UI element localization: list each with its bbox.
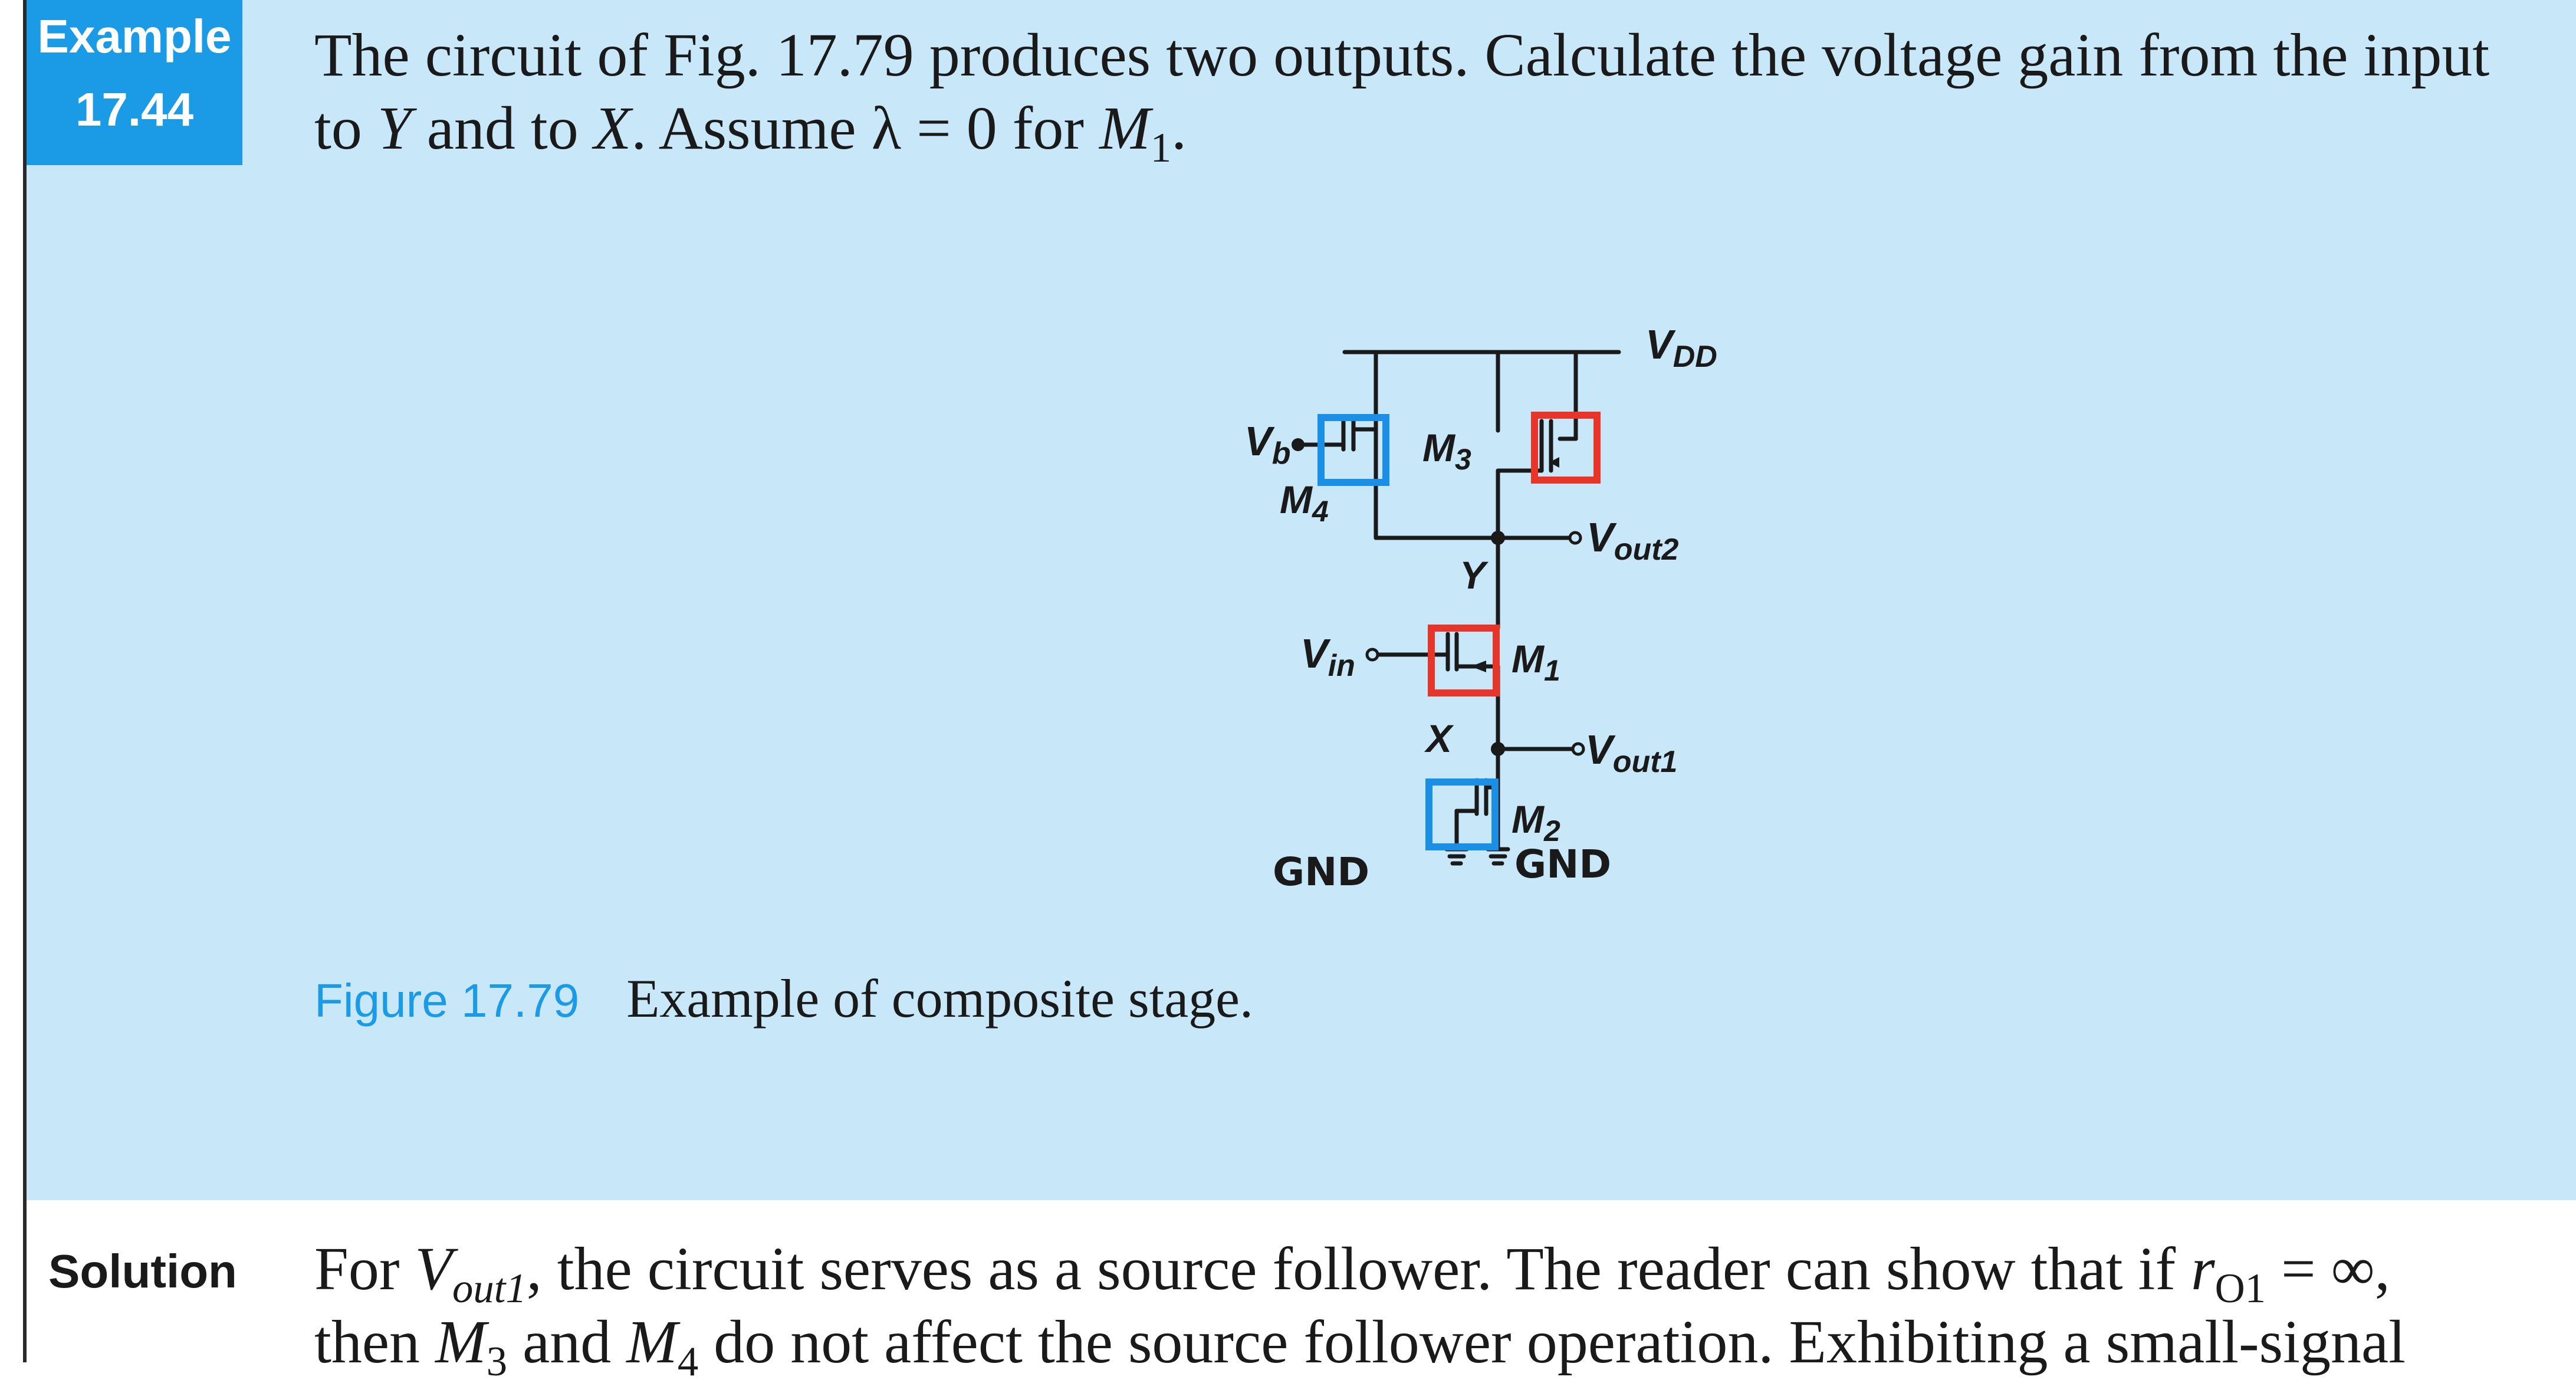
node-x-dot <box>1491 742 1505 756</box>
vdd-label: VDD <box>1645 321 1717 374</box>
m3-highlight-box <box>1531 412 1601 484</box>
m1-highlight-box <box>1428 625 1500 696</box>
solution-line-1: For Vout1, the circuit serves as a sourc… <box>314 1235 2390 1312</box>
m2-highlight-box <box>1425 778 1499 850</box>
example-badge-title: Example <box>37 10 232 63</box>
m1-source-arrow <box>1471 661 1486 672</box>
problem-line-1: The circuit of Fig. 17.79 produces two o… <box>314 21 2490 89</box>
x-node-label: X <box>1424 717 1454 760</box>
m3-label: M3 <box>1422 426 1471 476</box>
m2-label: M2 <box>1512 797 1560 847</box>
vb-terminal-dot <box>1292 438 1305 451</box>
m3-arrow <box>1549 457 1559 468</box>
figure-caption-text: Example of composite stage. <box>626 968 1253 1029</box>
m1-label: M1 <box>1512 637 1560 687</box>
vin-label: Vin <box>1300 630 1355 683</box>
solution-label: Solution <box>48 1245 237 1297</box>
problem-statement: The circuit of Fig. 17.79 produces two o… <box>314 19 2555 171</box>
m4-label: M4 <box>1280 478 1329 528</box>
y-node-label: Y <box>1460 553 1489 597</box>
circuit-diagram: VDD Vb M4 M3 Vout2 Y Vin M1 X Vout1 M2 G… <box>1244 321 1717 895</box>
vout2-terminal <box>1568 531 1582 545</box>
left-margin-rule <box>23 0 27 1362</box>
vin-terminal <box>1365 648 1379 662</box>
figure-caption-label: Figure 17.79 <box>314 974 580 1027</box>
figure-caption: Figure 17.79 Example of composite stage. <box>314 967 1253 1030</box>
vout1-label: Vout1 <box>1585 727 1677 779</box>
vout1-terminal <box>1571 742 1585 756</box>
vout2-label: Vout2 <box>1586 514 1679 567</box>
example-badge: Example 17.44 <box>27 0 242 165</box>
problem-line-2: to Y and to X. Assume λ = 0 for M1. <box>314 94 1187 171</box>
gnd-label-left: GND <box>1273 849 1369 895</box>
solution-text: For Vout1, the circuit serves as a sourc… <box>314 1233 2555 1385</box>
node-y-dot <box>1491 531 1505 545</box>
example-panel <box>25 0 2576 1200</box>
example-badge-number: 17.44 <box>75 83 194 136</box>
vb-label: Vb <box>1244 418 1290 471</box>
gnd-label-right: GND <box>1514 842 1611 887</box>
m4-highlight-box <box>1317 414 1389 486</box>
solution-line-2: then M3 and M4 do not affect the source … <box>314 1308 2406 1385</box>
